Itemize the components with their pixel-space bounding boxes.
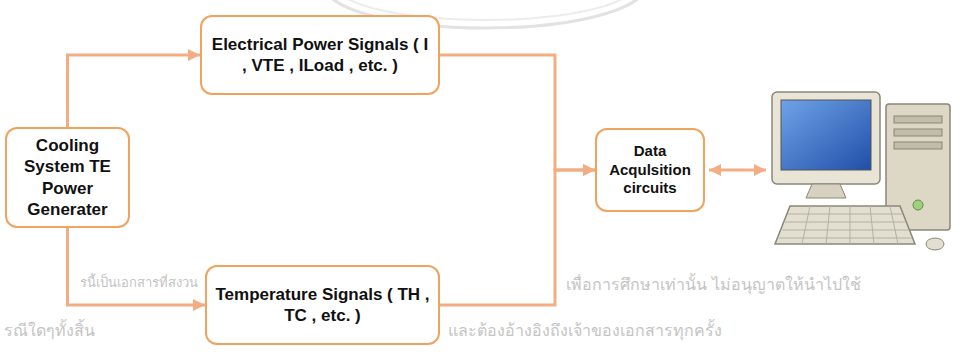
- process-box: Temperature Signals ( TH , TC , etc. ): [205, 265, 440, 345]
- watermark-text: รณีใดๆทั้งสิ้น: [4, 318, 95, 343]
- process-box: Data Acqulsition circuits: [595, 128, 705, 212]
- watermark-text: รนี้เป็นเอกสารที่สงวน: [80, 272, 198, 293]
- watermark-text: และต้องอ้างอิงถึงเจ้าของเอกสารทุกครั้ง: [448, 318, 722, 343]
- signal-arrow: [68, 228, 206, 305]
- link-arrow: [709, 169, 766, 172]
- box-label: Data Acqulsition circuits: [605, 142, 695, 198]
- process-box: Cooling System TE Power Generater: [5, 127, 130, 228]
- computer-icon: [772, 92, 950, 250]
- process-box: Electrical Power Signals ( I , VTE , ILo…: [200, 15, 440, 95]
- box-label: Temperature Signals ( TH , TC , etc. ): [215, 284, 430, 327]
- watermark-text: เพื่อการศึกษาเท่านั้น ไม่อนุญาตให้นำไปใช…: [566, 272, 861, 297]
- box-label: Electrical Power Signals ( I , VTE , ILo…: [210, 34, 430, 77]
- box-label: Cooling System TE Power Generater: [15, 135, 120, 220]
- signal-arrow: [440, 55, 595, 170]
- signal-arrow: [68, 55, 201, 127]
